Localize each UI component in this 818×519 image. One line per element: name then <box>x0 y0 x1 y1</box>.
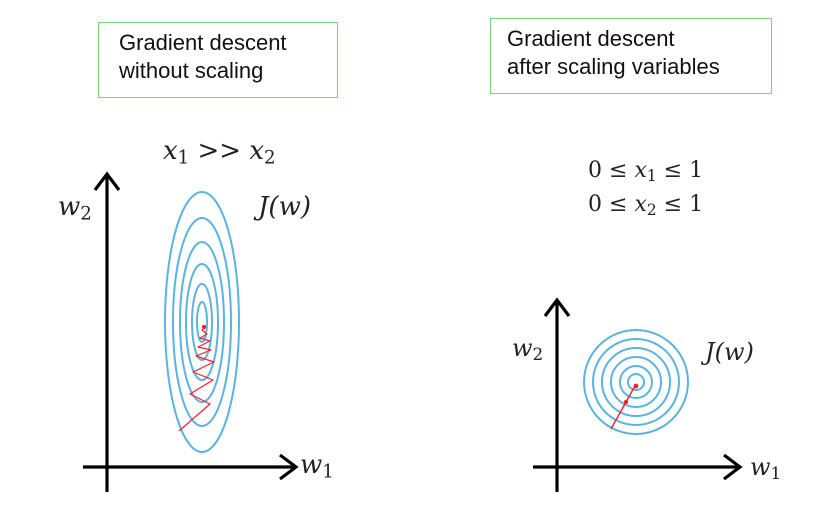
x-axis-arrowhead <box>723 453 743 481</box>
right-axes <box>533 297 743 492</box>
var-x: x <box>634 192 647 217</box>
cost-function-label: J(w) <box>705 338 754 366</box>
x-axis-label-w1: w1 <box>300 450 334 483</box>
contour-ring <box>610 356 662 408</box>
title-line-1: Gradient descent <box>507 26 675 51</box>
contour-ring <box>627 373 645 391</box>
condition-x2-range: 0 ≤ x2 ≤ 1 <box>588 192 703 219</box>
operator: ≤ <box>609 158 628 183</box>
condition-x1-range: 0 ≤ x1 ≤ 1 <box>588 158 703 185</box>
elongated-contours <box>164 191 240 453</box>
sub: 2 <box>532 344 544 365</box>
contour-ring <box>196 301 208 343</box>
contour-ring <box>185 263 219 381</box>
contour-ring <box>592 338 680 426</box>
title-box-after-scaling: Gradient descent after scaling variables <box>490 18 772 94</box>
contour-ring <box>172 217 232 427</box>
descent-endpoint <box>633 383 639 389</box>
var-x: x <box>163 136 178 166</box>
title-line-1: Gradient descent <box>119 30 287 55</box>
var-w: w <box>750 453 771 481</box>
operator: >> <box>197 136 242 166</box>
contour-ring <box>191 283 213 361</box>
descent-step-point <box>623 399 629 405</box>
var-w: w <box>300 450 323 480</box>
operator: ≤ <box>663 192 683 217</box>
y-axis-arrowhead <box>543 297 571 317</box>
title-line-2: without scaling <box>119 58 264 83</box>
sub: 1 <box>646 166 657 185</box>
zigzag-descent-path <box>178 326 215 432</box>
y-axis-arrowhead <box>93 171 121 191</box>
y-axis-label-w2: w2 <box>58 192 92 225</box>
title-line-2: after scaling variables <box>507 54 720 79</box>
contour-ring <box>179 241 225 403</box>
cost-function-label: J(w) <box>258 192 311 222</box>
circular-contours <box>583 329 689 435</box>
sub: 1 <box>322 461 334 483</box>
lower-bound: 0 <box>588 158 602 183</box>
upper-bound: 1 <box>689 158 704 183</box>
sub: 1 <box>177 147 190 169</box>
condition-x1-much-greater-x2: x1 >> x2 <box>163 136 276 169</box>
sub: 1 <box>770 463 782 484</box>
var-x: x <box>634 158 647 183</box>
x-axis-arrowhead <box>279 453 299 481</box>
contour-ring <box>601 347 671 417</box>
contour-ring <box>583 329 689 435</box>
descent-endpoint <box>201 324 207 330</box>
sub: 2 <box>264 147 276 169</box>
upper-bound: 1 <box>689 192 704 217</box>
x-axis-label-w1: w1 <box>750 453 781 483</box>
title-box-without-scaling: Gradient descent without scaling <box>98 22 338 98</box>
var-w: w <box>58 192 81 222</box>
contour-ring <box>619 365 653 399</box>
sub: 2 <box>646 200 657 219</box>
operator: ≤ <box>663 158 683 183</box>
y-axis-label-w2: w2 <box>512 334 543 364</box>
var-x: x <box>249 136 265 166</box>
contour-ring <box>164 191 240 453</box>
direct-descent-path <box>610 383 637 430</box>
left-axes <box>83 171 299 492</box>
var-w: w <box>512 334 533 362</box>
sub: 2 <box>80 203 92 225</box>
operator: ≤ <box>609 192 628 217</box>
lower-bound: 0 <box>588 192 602 217</box>
